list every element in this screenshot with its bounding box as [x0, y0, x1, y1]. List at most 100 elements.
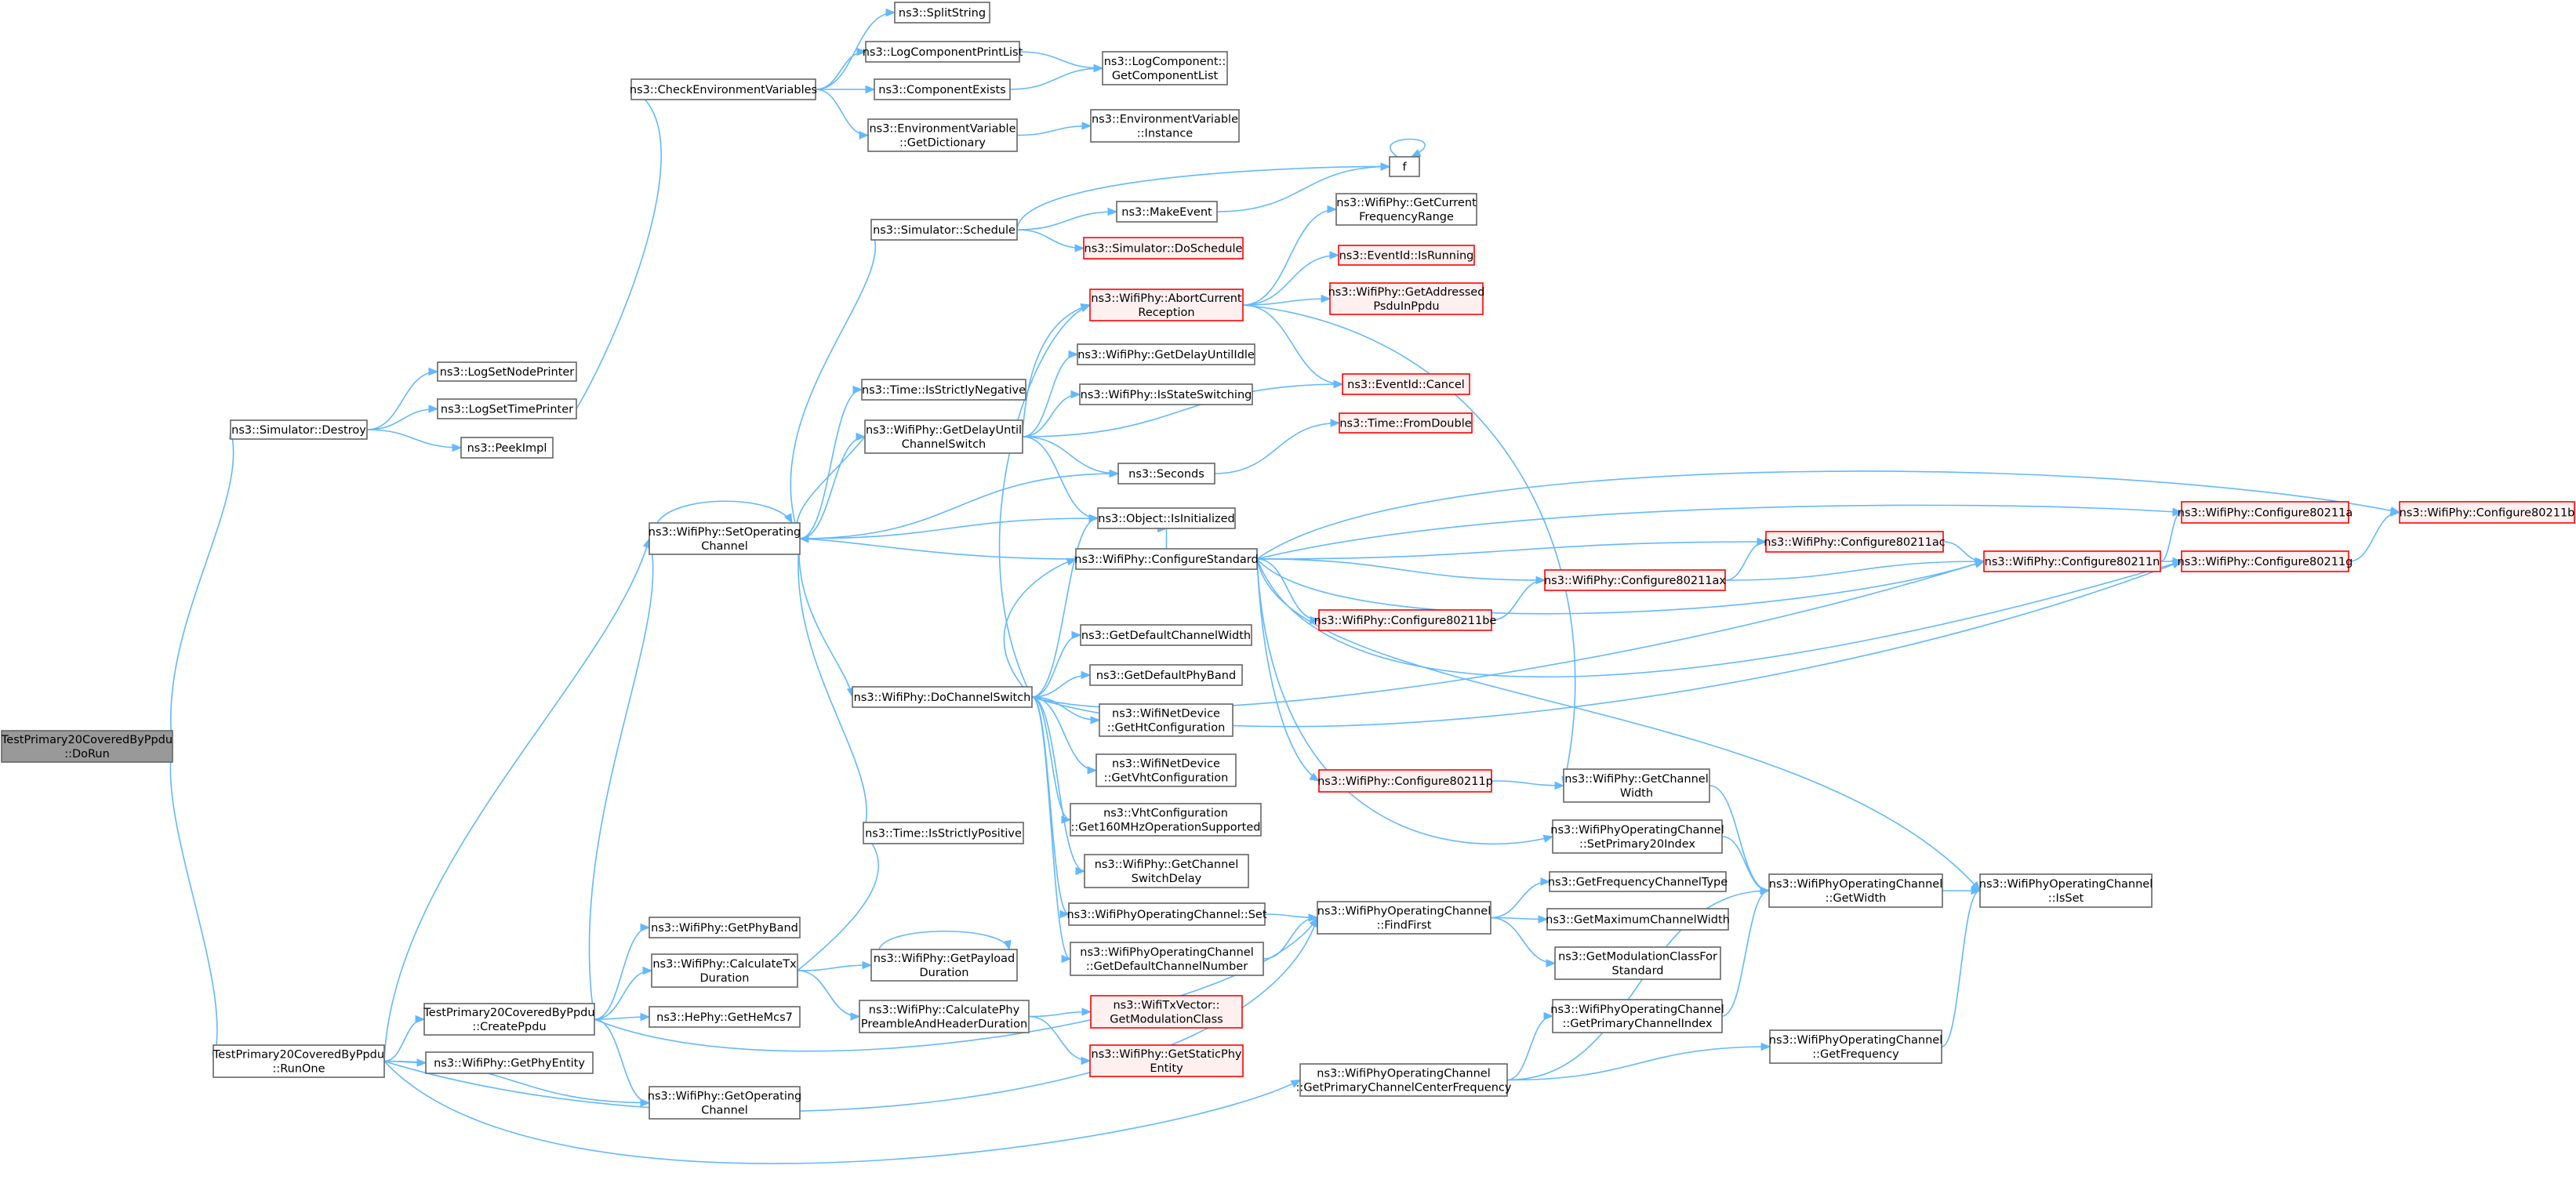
- edge-line: [576, 89, 662, 409]
- node-configure_80211p[interactable]: ns3::WifiPhy::Configure80211p: [1317, 769, 1493, 793]
- node-get_default_channel_width[interactable]: ns3::GetDefaultChannelWidth: [1080, 624, 1252, 646]
- arrowhead-icon: [1075, 866, 1086, 876]
- node-get_max_channel_width[interactable]: ns3::GetMaximumChannelWidth: [1546, 908, 1730, 931]
- edge-line: [594, 917, 1318, 1052]
- edge-line: [1256, 558, 1553, 845]
- arrowhead-icon: [1003, 939, 1012, 951]
- node-opch_get_frequency[interactable]: ns3::WifiPhyOperatingChannel::GetFrequen…: [1769, 1029, 1942, 1064]
- node-env_get_dict[interactable]: ns3::EnvironmentVariable::GetDictionary: [867, 118, 1018, 152]
- node-opch_set[interactable]: ns3::WifiPhyOperatingChannel::Set: [1066, 902, 1267, 926]
- node-box: [1546, 908, 1729, 931]
- node-label: ns3::WifiPhyOperatingChannel: [1317, 906, 1491, 918]
- node-get_phy_entity[interactable]: ns3::WifiPhy::GetPhyEntity: [425, 1051, 594, 1074]
- node-box: [1335, 193, 1477, 226]
- node-get_modulation_class[interactable]: ns3::WifiTxVector::GetModulationClass: [1090, 995, 1243, 1029]
- node-sim_destroy[interactable]: ns3::Simulator::Destroy: [230, 419, 368, 440]
- node-env_instance[interactable]: ns3::EnvironmentVariable::Instance: [1090, 109, 1240, 143]
- node-time_is_strictly_positive[interactable]: ns3::Time::IsStrictlyPositive: [863, 822, 1024, 844]
- node-box: [460, 437, 554, 459]
- node-box: [1342, 373, 1470, 395]
- node-vht_get160[interactable]: ns3::VhtConfiguration::Get160MHzOperatio…: [1070, 803, 1262, 837]
- node-f[interactable]: f: [1389, 156, 1420, 177]
- node-opch_get_width[interactable]: ns3::WifiPhyOperatingChannel::GetWidth: [1768, 873, 1943, 908]
- node-get_ht_configuration[interactable]: ns3::WifiNetDevice::GetHtConfiguration: [1099, 703, 1234, 737]
- node-opch_get_primary_channel_center_frequency[interactable]: ns3::WifiPhyOperatingChannel::GetPrimary…: [1296, 1063, 1512, 1097]
- node-configure_80211b[interactable]: ns3::WifiPhy::Configure80211b: [2399, 501, 2575, 524]
- node-configure_80211ax[interactable]: ns3::WifiPhy::Configure80211ax: [1544, 569, 1726, 591]
- node-get_vht_configuration[interactable]: ns3::WifiNetDevice::GetVhtConfiguration: [1095, 753, 1237, 787]
- node-log_node_printer[interactable]: ns3::LogSetNodePrinter: [437, 361, 577, 382]
- node-object_is_initialized[interactable]: ns3::Object::IsInitialized: [1097, 507, 1236, 529]
- edge-line: [656, 500, 793, 524]
- node-seconds[interactable]: ns3::Seconds: [1117, 463, 1215, 485]
- node-get_frequency_channel_type[interactable]: ns3::GetFrequencyChannelType: [1548, 871, 1728, 892]
- node-get_delay_until_idle[interactable]: ns3::WifiPhy::GetDelayUntilIdle: [1077, 343, 1255, 365]
- node-label: ns3::Simulator::Destroy: [231, 424, 366, 437]
- edge-line: [1256, 558, 1546, 581]
- node-log_comp_print_list[interactable]: ns3::LogComponentPrintList: [863, 41, 1023, 63]
- node-configure_80211a[interactable]: ns3::WifiPhy::Configure80211a: [2178, 501, 2353, 524]
- node-label: ns3::WifiPhy::GetAddressed: [1328, 286, 1485, 299]
- node-run_one[interactable]: TestPrimary20CoveredByPpdu::RunOne: [213, 1044, 385, 1078]
- node-do_channel_switch[interactable]: ns3::WifiPhy::DoChannelSwitch: [852, 686, 1033, 708]
- node-opch_get_default_channel_number[interactable]: ns3::WifiPhyOperatingChannel::GetDefault…: [1070, 942, 1264, 976]
- node-is_state_switching[interactable]: ns3::WifiPhy::IsStateSwitching: [1079, 383, 1253, 405]
- node-label: ns3::Simulator::DoSchedule: [1085, 243, 1243, 256]
- node-configure_standard[interactable]: ns3::WifiPhy::ConfigureStandard: [1074, 548, 1259, 570]
- node-opch_get_primary_channel_index[interactable]: ns3::WifiPhyOperatingChannel::GetPrimary…: [1550, 999, 1724, 1033]
- node-check_env[interactable]: ns3::CheckEnvironmentVariables: [630, 78, 817, 100]
- call-edge-create_ppdu-to-get_operating_channel: [594, 1018, 651, 1107]
- call-edge-configure_standard-to-configure_80211ax: [1256, 558, 1546, 585]
- node-box: [1563, 768, 1710, 803]
- node-configure_80211n[interactable]: ns3::WifiPhy::Configure80211n: [1983, 550, 2161, 572]
- call-edge-do_channel_switch-to-opch_set: [1031, 696, 1070, 919]
- node-box: [649, 917, 801, 938]
- node-get_component_list[interactable]: ns3::LogComponent::GetComponentList: [1102, 51, 1228, 85]
- node-box: [1090, 995, 1243, 1029]
- edge-line: [1028, 1015, 1091, 1062]
- node-he_phy_get_he_mcs7[interactable]: ns3::HePhy::GetHeMcs7: [649, 1006, 801, 1028]
- node-get_default_phy_band[interactable]: ns3::GetDefaultPhyBand: [1089, 664, 1243, 686]
- node-label: ns3::WifiPhy::CalculatePhy: [869, 1004, 1020, 1017]
- node-set_primary20_index[interactable]: ns3::WifiPhyOperatingChannel::SetPrimary…: [1550, 819, 1724, 854]
- node-sim_schedule[interactable]: ns3::Simulator::Schedule: [870, 219, 1018, 241]
- arrowhead-icon: [1070, 390, 1081, 399]
- arrowhead-icon: [428, 367, 439, 376]
- node-time_is_strictly_negative[interactable]: ns3::Time::IsStrictlyNegative: [861, 379, 1026, 401]
- node-create_ppdu[interactable]: TestPrimary20CoveredByPpdu::CreatePpdu: [423, 1003, 595, 1036]
- node-log_time_printer[interactable]: ns3::LogSetTimePrinter: [437, 398, 577, 419]
- node-component_exists[interactable]: ns3::ComponentExists: [874, 78, 1011, 100]
- node-calculate_phy_preamble[interactable]: ns3::WifiPhy::CalculatePhyPreambleAndHea…: [859, 1000, 1030, 1033]
- node-peek_impl[interactable]: ns3::PeekImpl: [460, 437, 554, 459]
- node-box: [863, 822, 1024, 844]
- node-time_from_double[interactable]: ns3::Time::FromDouble: [1339, 412, 1473, 434]
- node-label: ::GetPrimaryChannelIndex: [1562, 1018, 1713, 1030]
- node-configure_80211ac[interactable]: ns3::WifiPhy::Configure80211ac: [1764, 531, 1946, 553]
- node-configure_80211g[interactable]: ns3::WifiPhy::Configure80211g: [2178, 550, 2353, 572]
- node-root[interactable]: TestPrimary20CoveredByPpdu::DoRun: [1, 730, 173, 763]
- node-opch_is_set[interactable]: ns3::WifiPhyOperatingChannel::IsSet: [1979, 873, 2153, 908]
- node-box: [1318, 609, 1492, 631]
- node-sim_do_schedule[interactable]: ns3::Simulator::DoSchedule: [1083, 237, 1244, 260]
- node-eventid_isrunning[interactable]: ns3::EventId::IsRunning: [1338, 245, 1475, 266]
- node-get_phy_band[interactable]: ns3::WifiPhy::GetPhyBand: [649, 917, 801, 938]
- node-make_event[interactable]: ns3::MakeEvent: [1116, 201, 1218, 223]
- node-opch_find_first[interactable]: ns3::WifiPhyOperatingChannel::FindFirst: [1317, 901, 1491, 935]
- arrowhead-icon: [1329, 251, 1340, 260]
- node-split_string[interactable]: ns3::SplitString: [894, 2, 990, 24]
- node-configure_80211be[interactable]: ns3::WifiPhy::Configure80211be: [1314, 609, 1497, 631]
- call-edge-get_delay_until_channel_switch-to-object_is_initialized: [1022, 436, 1099, 523]
- node-eventid_cancel[interactable]: ns3::EventId::Cancel: [1342, 373, 1470, 395]
